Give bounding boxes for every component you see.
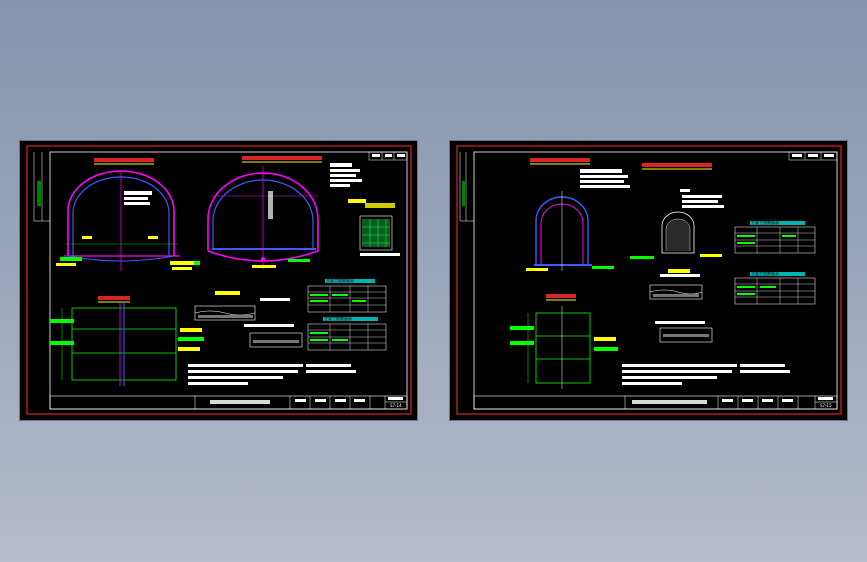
tunnel-section-2: [170, 163, 362, 269]
plan-view: [50, 296, 204, 386]
drawing-sheet-right[interactable]: S7-15 主要工程数量表: [450, 141, 847, 420]
outer-frame: [456, 145, 842, 415]
section-details: [649, 269, 713, 343]
quantity-table-2: 主要工程数量表: [307, 315, 387, 351]
outer-frame: [26, 145, 412, 415]
detail-box: [348, 199, 400, 256]
tunnel-section-1: [56, 170, 200, 271]
sheet-number: S7-15: [820, 403, 832, 408]
table-title-1: 主要工程数量表: [326, 277, 354, 283]
portal-section: [630, 189, 724, 259]
quantity-table-1: 主要工程数量表: [734, 219, 816, 254]
tunnel-section-small: [526, 169, 630, 271]
title-block: [473, 395, 838, 410]
title-block: [49, 395, 408, 410]
drawing-sheet-left[interactable]: S7-14: [20, 141, 417, 420]
table-title-2: 主要工程数量表: [324, 315, 352, 321]
quantity-table-2: 主要工程数量表: [734, 270, 816, 305]
table-title-2: 主要工程数量表: [751, 270, 779, 276]
quantity-table-1: 主要工程数量表: [307, 277, 387, 313]
notes-block: [622, 364, 790, 385]
cad-drawing-left: S7-14: [26, 145, 412, 415]
section-details: [194, 291, 303, 348]
table-title-1: 主要工程数量表: [751, 219, 779, 225]
plan-view: [510, 294, 618, 389]
cad-drawing-right: S7-15 主要工程数量表: [456, 145, 842, 415]
notes-block: [188, 364, 356, 385]
sheet-number: S7-14: [390, 403, 402, 408]
